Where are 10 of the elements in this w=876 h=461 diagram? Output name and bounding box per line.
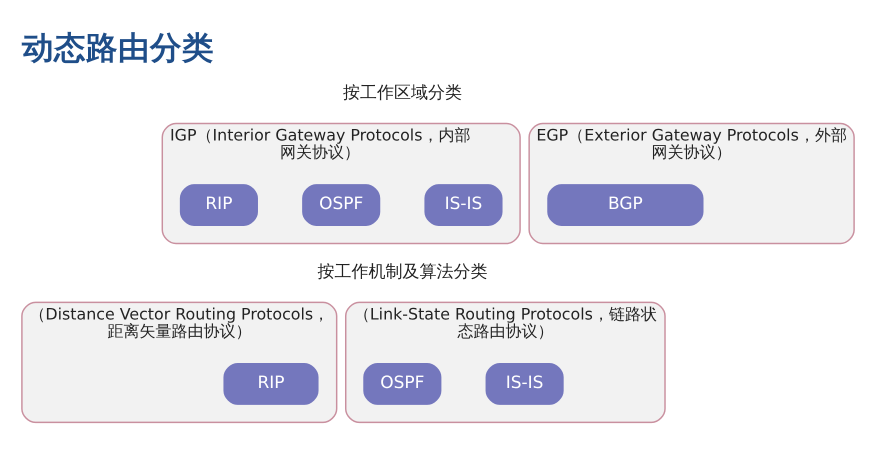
label: 按工作机制及算法分类 xyxy=(317,262,488,282)
label: 按工作区域分类 xyxy=(342,83,462,104)
node-box: IS-IS xyxy=(486,362,564,405)
diagram-title: 动态路由分类 xyxy=(22,30,214,66)
node-box: RIP xyxy=(223,362,319,405)
node-box: IS-IS xyxy=(424,184,503,226)
node-box: OSPF xyxy=(363,362,442,405)
node-box: OSPF xyxy=(302,184,380,226)
node-box: BGP xyxy=(547,184,704,226)
node-box: RIP xyxy=(180,184,258,226)
